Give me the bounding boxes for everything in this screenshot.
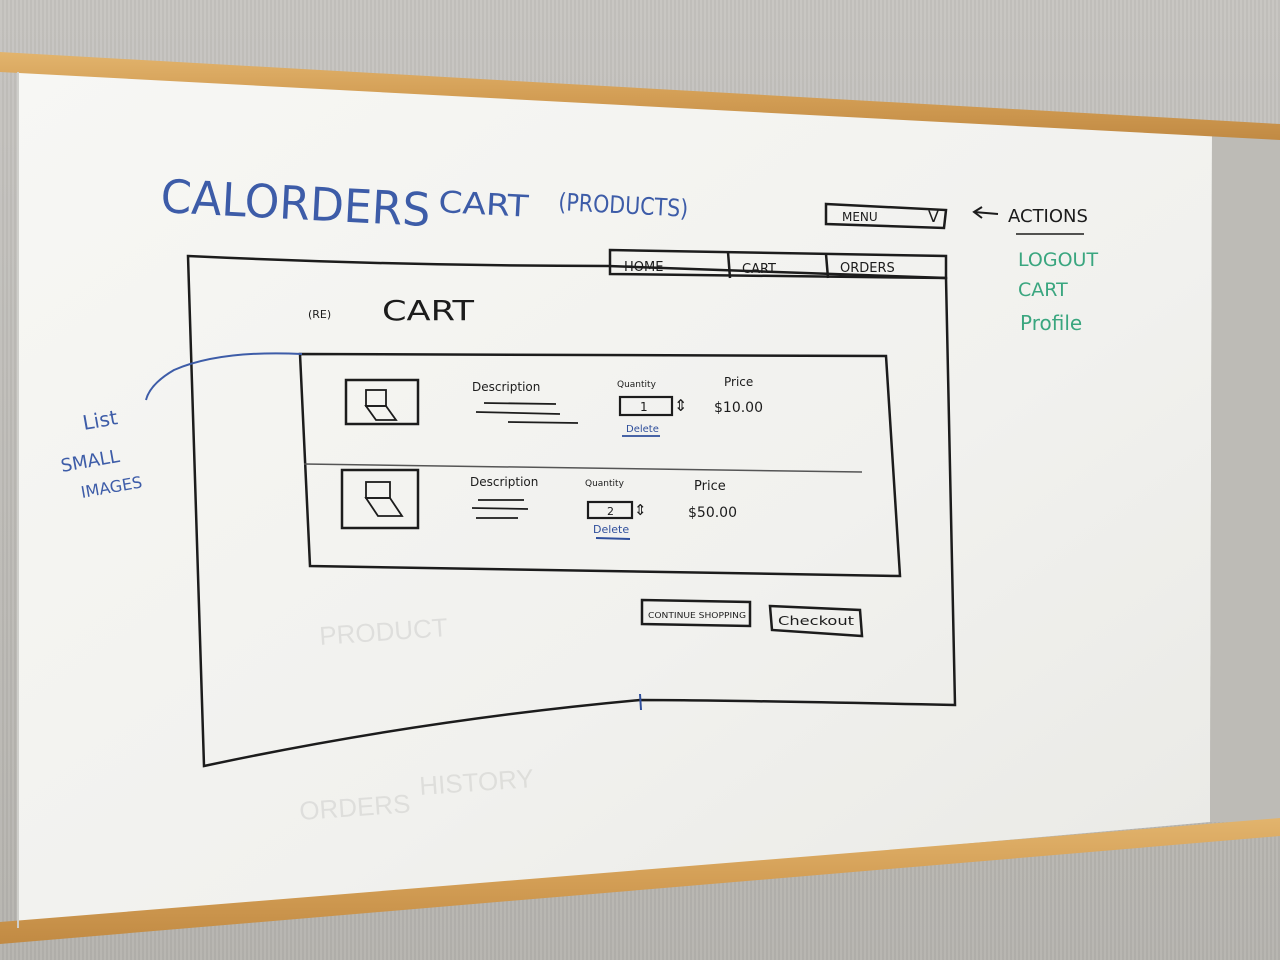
- cart-row: Description Quantity 1 ⇕ Price $10.00 De…: [344, 375, 763, 437]
- quantity-label: Quantity: [585, 479, 625, 489]
- description-lines: [471, 499, 529, 519]
- stray-mark: [639, 693, 642, 711]
- wood-rail-bottom: [0, 818, 1280, 944]
- row-divider: [303, 463, 863, 473]
- tab-home[interactable]: HOME: [624, 260, 663, 275]
- product-thumbnail: [340, 468, 420, 530]
- arrow-left-icon: [973, 211, 999, 215]
- price-value: $10.00: [714, 400, 763, 416]
- price-label: Price: [724, 375, 753, 389]
- title-products: (PRODUCTS): [558, 188, 689, 223]
- menu-dropdown[interactable]: MENU V: [824, 202, 948, 230]
- continue-shopping-button[interactable]: CONTINUE SHOPPING: [640, 598, 752, 628]
- tab-cart[interactable]: CART: [742, 262, 776, 277]
- continue-shopping-label: CONTINUE SHOPPING: [648, 611, 746, 620]
- delete-link[interactable]: Delete: [626, 424, 659, 435]
- chevron-down-icon: V: [928, 207, 939, 226]
- actions-label: ACTIONS: [1008, 206, 1088, 227]
- quantity-stepper[interactable]: [618, 395, 674, 417]
- page-title: CART: [382, 294, 475, 327]
- menu-label: MENU: [842, 210, 878, 224]
- tab-bar: [608, 248, 948, 280]
- description-lines: [475, 402, 579, 424]
- description-label: Description: [472, 380, 540, 394]
- price-value: $50.00: [688, 505, 737, 521]
- tab-orders[interactable]: ORDERS: [840, 261, 895, 276]
- cart-list: [298, 352, 902, 578]
- action-logout: LOGOUT: [1018, 249, 1098, 271]
- delete-link[interactable]: Delete: [593, 523, 629, 536]
- quantity-value: 1: [640, 400, 648, 414]
- annotation-curve: [145, 352, 303, 401]
- actions-list: LOGOUT CART Profile: [1018, 249, 1098, 335]
- quantity-label: Quantity: [617, 380, 657, 390]
- fabric-panel-right: [1210, 136, 1280, 822]
- back-link[interactable]: (RE): [308, 308, 331, 321]
- wood-rail-top: [0, 52, 1280, 140]
- price-label: Price: [694, 479, 726, 494]
- action-cart: CART: [1018, 279, 1068, 301]
- quantity-stepper[interactable]: [586, 500, 634, 520]
- title-cart: CART: [438, 185, 530, 225]
- laptop-icon: [364, 481, 404, 517]
- app-frame: [186, 254, 957, 768]
- actions-annotation: ACTIONS: [972, 206, 1088, 235]
- action-profile: Profile: [1020, 311, 1082, 335]
- cart-row: Description Quantity 2 ⇕ Price $50.00 De…: [340, 468, 737, 540]
- description-label: Description: [470, 475, 538, 489]
- stepper-arrows-icon[interactable]: ⇕: [634, 501, 647, 519]
- laptop-icon: [364, 389, 398, 421]
- checkout-label: Checkout: [778, 614, 854, 628]
- stepper-arrows-icon[interactable]: ⇕: [674, 396, 687, 415]
- whiteboard-surface: [18, 72, 1212, 928]
- checkout-button[interactable]: Checkout: [768, 604, 864, 638]
- product-thumbnail: [344, 378, 420, 426]
- quantity-value: 2: [607, 505, 614, 518]
